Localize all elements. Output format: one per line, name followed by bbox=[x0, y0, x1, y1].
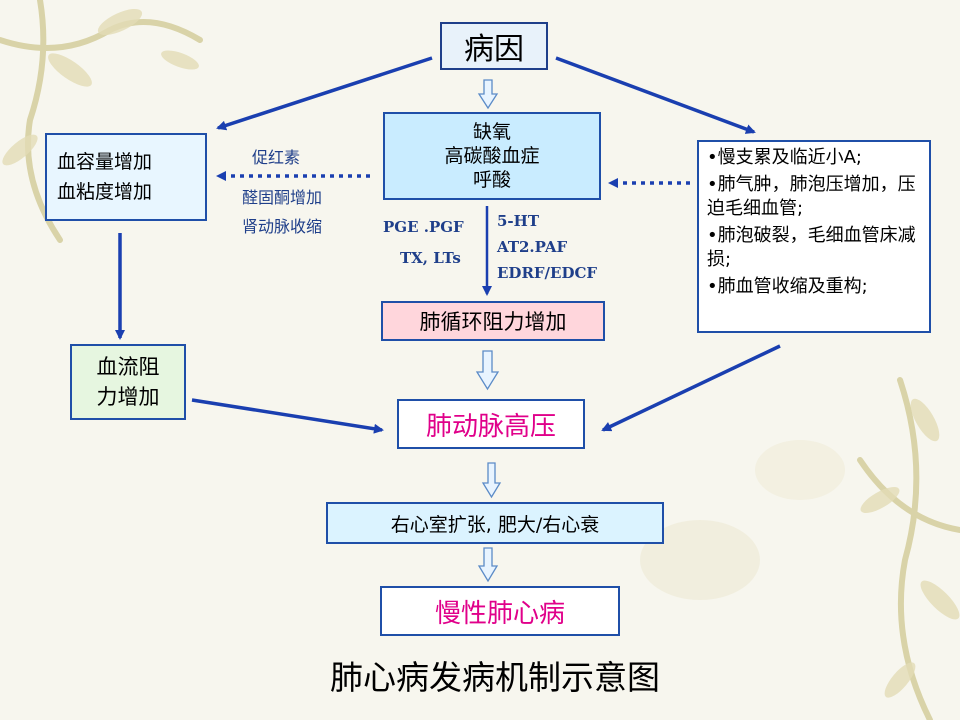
mediator-5ht: 5-HT bbox=[497, 212, 539, 230]
lung-factor-4: •肺血管收缩及重构; bbox=[707, 276, 868, 297]
arrow-cause-to-blood bbox=[216, 56, 433, 131]
flow-resistance-box: 血流阻力增加 bbox=[70, 344, 186, 420]
pulmonary-hypertension-label: 肺动脉高压 bbox=[425, 411, 556, 442]
block-arrow-cause-to-hypoxia bbox=[477, 79, 499, 110]
cause-label: 病因 bbox=[464, 32, 524, 67]
arrow-flow-to-ph bbox=[191, 398, 384, 434]
mediator-tx-lts: TX, LTs bbox=[400, 249, 461, 267]
diagram-caption: 肺心病发病机制示意图 bbox=[330, 658, 660, 697]
arrow-lung-to-ph bbox=[601, 344, 781, 432]
hypoxia-box: 缺氧 高碳酸血症 呼酸 bbox=[383, 112, 601, 200]
blood-volume-label: 血容量增加 bbox=[57, 151, 153, 173]
pulmonary-hypertension-box: 肺动脉高压 bbox=[397, 399, 585, 449]
flow-resistance-label: 血流阻力增加 bbox=[96, 355, 160, 409]
blood-volume-box: 血容量增加 血粘度增加 bbox=[45, 133, 207, 221]
block-arrow-ph-to-rv bbox=[481, 462, 502, 499]
block-arrow-rv-to-cpd bbox=[477, 547, 499, 583]
cor-pulmonale-box: 慢性肺心病 bbox=[380, 586, 620, 636]
lung-factors-box: •慢支累及临近小A; •肺气肿，肺泡压增加，压迫毛细血管; •肺泡破裂，毛细血管… bbox=[697, 140, 931, 333]
mediator-at2-paf: AT2.PAF bbox=[497, 238, 568, 256]
blood-viscosity-label: 血粘度增加 bbox=[57, 181, 153, 203]
label-erythropoietin: 促红素 bbox=[252, 148, 301, 167]
hypoxia-line-1: 缺氧 bbox=[472, 121, 511, 143]
cor-pulmonale-label: 慢性肺心病 bbox=[434, 598, 565, 629]
lung-factor-1: •慢支累及临近小A; bbox=[707, 147, 862, 168]
label-renal-artery: 肾动脉收缩 bbox=[242, 217, 323, 236]
hypoxia-line-2: 高碳酸血症 bbox=[444, 145, 540, 167]
mediator-pge-pgf: PGE .PGF bbox=[383, 218, 464, 236]
label-aldosterone: 醛固酮增加 bbox=[242, 188, 323, 207]
right-ventricle-box: 右心室扩张, 肥大/右心衰 bbox=[326, 502, 664, 544]
right-ventricle-label: 右心室扩张, 肥大/右心衰 bbox=[390, 513, 600, 536]
block-arrow-resistance-to-ph bbox=[475, 350, 500, 391]
mediator-edrf-edcf: EDRF/EDCF bbox=[497, 264, 598, 282]
cause-box: 病因 bbox=[440, 22, 548, 70]
arrow-cause-to-lung bbox=[555, 56, 756, 134]
lung-factor-2: •肺气肿，肺泡压增加，压迫毛细血管; bbox=[707, 174, 916, 219]
pulmonary-resistance-box: 肺循环阻力增加 bbox=[381, 301, 605, 341]
pulmonary-resistance-label: 肺循环阻力增加 bbox=[419, 310, 567, 334]
hypoxia-line-3: 呼酸 bbox=[472, 169, 511, 191]
lung-factor-3: •肺泡破裂，毛细血管床减损; bbox=[707, 225, 916, 270]
